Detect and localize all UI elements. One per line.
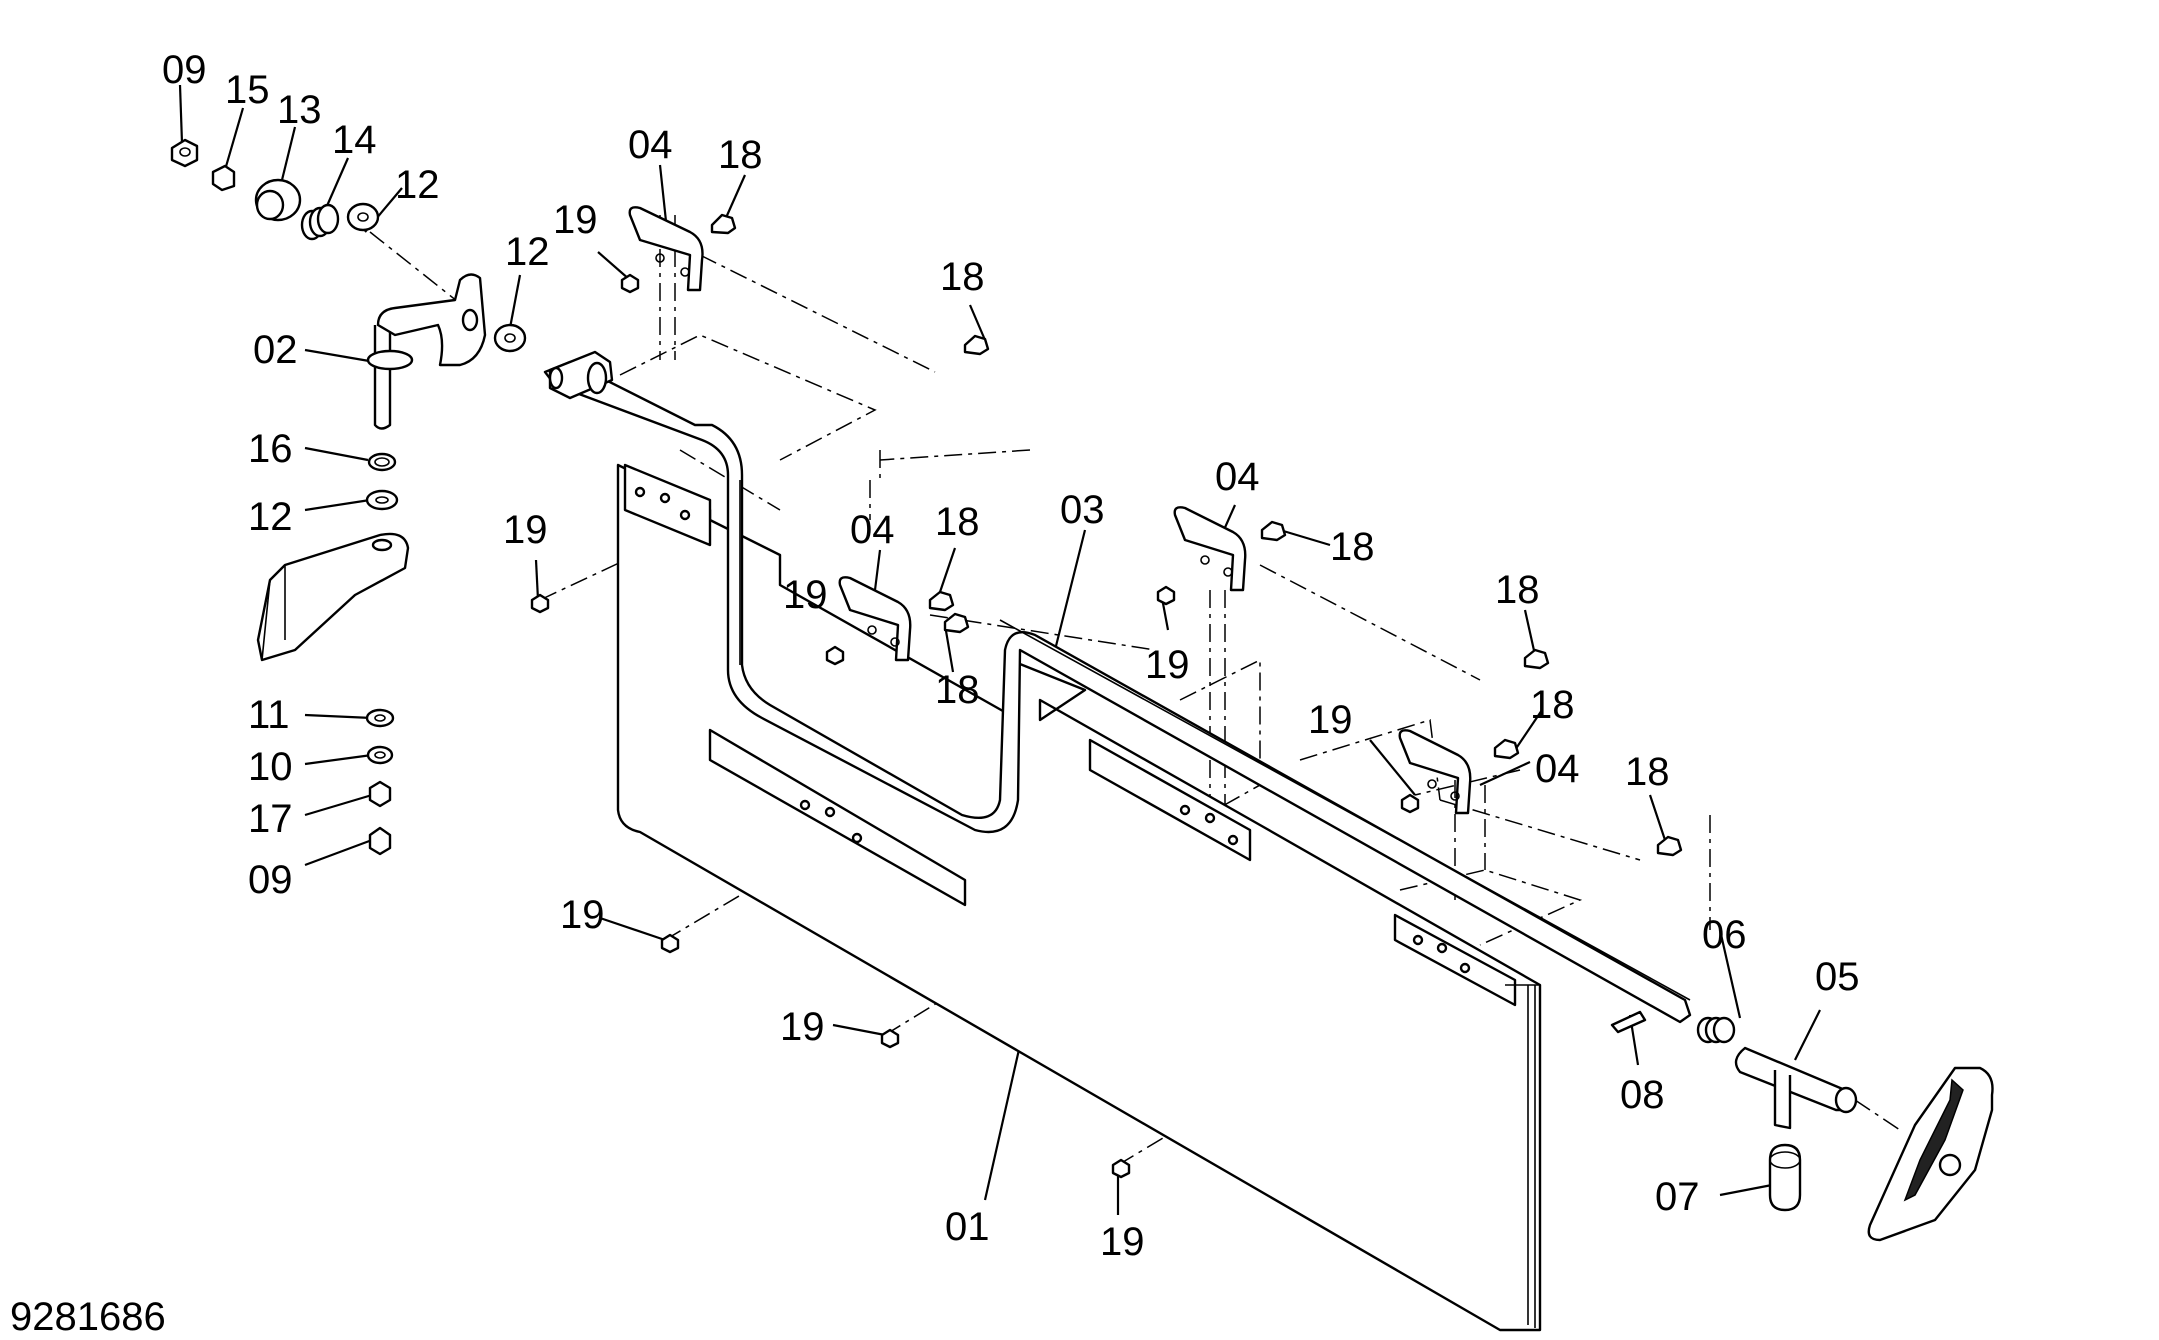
callout-08: 08 — [1620, 1073, 1665, 1117]
callout-03: 03 — [1060, 488, 1105, 532]
callout-19: 19 — [1100, 1220, 1145, 1264]
callout-19: 19 — [780, 1005, 825, 1049]
part-08-pin — [1610, 1010, 1647, 1034]
callout-09: 09 — [162, 48, 207, 92]
callout-04: 04 — [1535, 747, 1580, 791]
callout-10: 10 — [248, 745, 293, 789]
knob-housing — [1867, 1066, 1994, 1242]
callout-05: 05 — [1815, 955, 1860, 999]
callout-12: 12 — [248, 495, 293, 539]
callout-18: 18 — [935, 668, 980, 712]
callout-18: 18 — [940, 255, 985, 299]
callout-07: 07 — [1655, 1175, 1700, 1219]
small-hardware — [170, 138, 527, 856]
callout-labels: 09 15 13 14 12 12 02 16 12 11 10 17 09 0… — [162, 48, 1860, 1264]
callout-19: 19 — [560, 893, 605, 937]
callout-02: 02 — [253, 328, 298, 372]
callout-19: 19 — [503, 508, 548, 552]
callout-19: 19 — [1145, 643, 1190, 687]
callout-18: 18 — [1330, 525, 1375, 569]
bolts-18 — [710, 213, 1683, 857]
callout-13: 13 — [277, 88, 322, 132]
callout-18: 18 — [1530, 683, 1575, 727]
part-block-11 — [256, 532, 410, 662]
callout-11: 11 — [248, 693, 290, 737]
part-06-spring — [1696, 1016, 1736, 1044]
callout-04: 04 — [850, 508, 895, 552]
callout-18: 18 — [1495, 568, 1540, 612]
left-shaft — [548, 350, 614, 400]
callout-15: 15 — [225, 68, 270, 112]
callout-18: 18 — [718, 133, 763, 177]
part-05-handle — [1734, 1046, 1858, 1130]
callout-16: 16 — [248, 427, 293, 471]
nuts-19 — [530, 273, 1420, 1179]
callout-01: 01 — [945, 1205, 990, 1249]
callout-19: 19 — [553, 198, 598, 242]
drawing-number: 9281686 — [10, 1295, 166, 1339]
callout-04: 04 — [628, 123, 673, 167]
callout-19: 19 — [783, 573, 828, 617]
part-01-skirt-panel — [616, 463, 1542, 1332]
part-07-cap — [1768, 1143, 1802, 1212]
part-03-frame-rod — [543, 360, 1692, 1024]
spring-14 — [300, 203, 340, 241]
callout-14: 14 — [332, 118, 377, 162]
callout-18: 18 — [935, 500, 980, 544]
callout-09: 09 — [248, 858, 293, 902]
mounting-strips — [623, 463, 1540, 1007]
part-04-brackets — [628, 206, 1472, 815]
callout-12: 12 — [395, 163, 440, 207]
callout-04: 04 — [1215, 455, 1260, 499]
callout-06: 06 — [1702, 913, 1747, 957]
callout-12: 12 — [505, 230, 550, 274]
callout-17: 17 — [248, 797, 293, 841]
callout-18: 18 — [1625, 750, 1670, 794]
leader-lines — [178, 84, 1821, 1215]
part-02-crank-arm — [366, 273, 487, 430]
callout-19: 19 — [1308, 698, 1353, 742]
